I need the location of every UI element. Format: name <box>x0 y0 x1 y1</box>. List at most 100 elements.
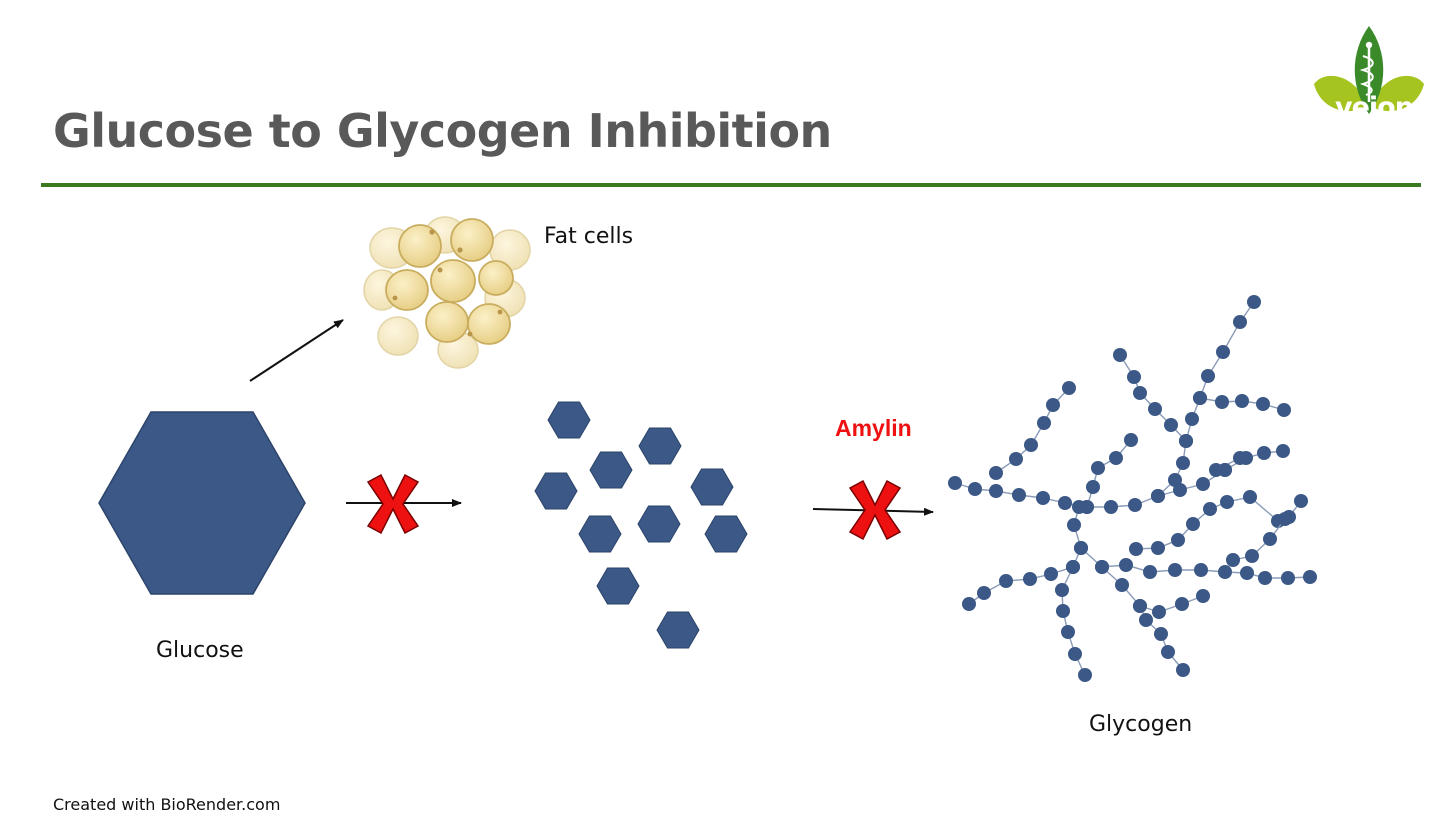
glycogen-unit <box>1294 494 1308 508</box>
glycogen-unit <box>1127 370 1141 384</box>
glycogen-unit <box>1151 541 1165 555</box>
glycogen-unit <box>1128 498 1142 512</box>
glycogen-unit <box>962 597 976 611</box>
fat-cells-cluster-icon <box>363 216 531 369</box>
glycogen-unit <box>1061 625 1075 639</box>
glycogen-unit <box>1109 451 1123 465</box>
glycogen-unit <box>968 482 982 496</box>
glycogen-unit <box>1196 589 1210 603</box>
glycogen-unit <box>1091 461 1105 475</box>
glycogen-unit <box>1277 403 1291 417</box>
glycogen-unit <box>1179 434 1193 448</box>
glycogen-unit <box>1124 433 1138 447</box>
glycogen-unit <box>1056 604 1070 618</box>
glycogen-unit <box>989 484 1003 498</box>
glycogen-unit <box>1245 549 1259 563</box>
amylin-label: Amylin <box>835 415 912 441</box>
glycogen-unit <box>1164 418 1178 432</box>
glycogen-unit <box>1256 397 1270 411</box>
glycogen-unit <box>1203 502 1217 516</box>
glycogen-unit <box>1218 565 1232 579</box>
glycogen-unit <box>1233 451 1247 465</box>
glycogen-unit <box>1055 583 1069 597</box>
glycogen-unit <box>1281 571 1295 585</box>
glycogen-unit <box>1258 571 1272 585</box>
glycogen-unit <box>1080 500 1094 514</box>
glycogen-unit <box>1185 412 1199 426</box>
glycogen-unit <box>1235 394 1249 408</box>
glycogen-unit <box>1113 348 1127 362</box>
glycogen-unit <box>1115 578 1129 592</box>
glycogen-unit <box>1095 560 1109 574</box>
glycogen-unit <box>1263 532 1277 546</box>
glycogen-unit <box>1215 395 1229 409</box>
glycogen-unit <box>1133 386 1147 400</box>
glycogen-unit <box>1086 480 1100 494</box>
glycogen-chain-link <box>1232 518 1286 561</box>
glycogen-unit <box>1171 533 1185 547</box>
glycogen-unit <box>999 574 1013 588</box>
title-divider <box>41 183 1421 187</box>
glycogen-unit <box>1186 517 1200 531</box>
logo-wordmark: vejon <box>1335 92 1414 123</box>
glycogen-unit <box>1024 438 1038 452</box>
glycogen-unit <box>1175 597 1189 611</box>
glycogen-unit <box>1196 477 1210 491</box>
glycogen-unit <box>1276 444 1290 458</box>
glycogen-unit <box>989 466 1003 480</box>
glycogen-unit <box>1176 456 1190 470</box>
glycogen-unit <box>1078 668 1092 682</box>
glycogen-unit <box>1046 398 1060 412</box>
glycogen-unit <box>1068 647 1082 661</box>
inhibition-x-icon-1 <box>366 473 420 535</box>
glycogen-unit <box>1067 518 1081 532</box>
glycogen-unit <box>1143 565 1157 579</box>
glycogen-label: Glycogen <box>1089 712 1193 737</box>
glycogen-unit <box>1193 391 1207 405</box>
glycogen-unit <box>1074 541 1088 555</box>
glycogen-unit <box>1278 512 1292 526</box>
glycogen-unit <box>1154 627 1168 641</box>
glycogen-unit <box>1209 463 1223 477</box>
glycogen-unit <box>1168 473 1182 487</box>
glycogen-unit <box>1133 599 1147 613</box>
glycogen-unit <box>977 586 991 600</box>
glycogen-unit <box>1176 663 1190 677</box>
glycogen-chain-link <box>954 450 1284 508</box>
glycogen-unit <box>1044 567 1058 581</box>
glycogen-branches-icon <box>948 295 1317 682</box>
glycogen-unit <box>1161 645 1175 659</box>
glucose-hexagon-icon <box>98 411 306 595</box>
arrow-to-fat-cells <box>249 319 344 382</box>
glycogen-unit <box>948 476 962 490</box>
glycogen-unit <box>1012 488 1026 502</box>
glycogen-unit <box>1233 315 1247 329</box>
glycogen-unit <box>1036 491 1050 505</box>
glycogen-unit <box>1139 613 1153 627</box>
glycogen-unit <box>1303 570 1317 584</box>
glycogen-unit <box>1151 489 1165 503</box>
glycogen-unit <box>1168 563 1182 577</box>
glycogen-unit <box>1240 566 1254 580</box>
glycogen-unit <box>1152 605 1166 619</box>
glycogen-unit <box>1023 572 1037 586</box>
glycogen-unit <box>1226 553 1240 567</box>
vejon-leaf-logo-icon <box>1314 26 1424 114</box>
inhibition-x-icon-2 <box>848 479 902 541</box>
glucose-label: Glucose <box>156 638 244 663</box>
glycogen-chain-link <box>1086 439 1132 508</box>
credit-footer: Created with BioRender.com <box>53 795 281 814</box>
glycogen-unit <box>1194 563 1208 577</box>
glycogen-unit <box>1129 542 1143 556</box>
glycogen-unit <box>1009 452 1023 466</box>
glycogen-chain-link <box>1157 301 1255 497</box>
glycogen-unit <box>1220 495 1234 509</box>
glycogen-unit <box>1201 369 1215 383</box>
glycogen-unit <box>1066 560 1080 574</box>
fat-cells-label: Fat cells <box>544 224 634 249</box>
glycogen-unit <box>1247 295 1261 309</box>
glycogen-unit <box>1148 402 1162 416</box>
glycogen-unit <box>1062 381 1076 395</box>
